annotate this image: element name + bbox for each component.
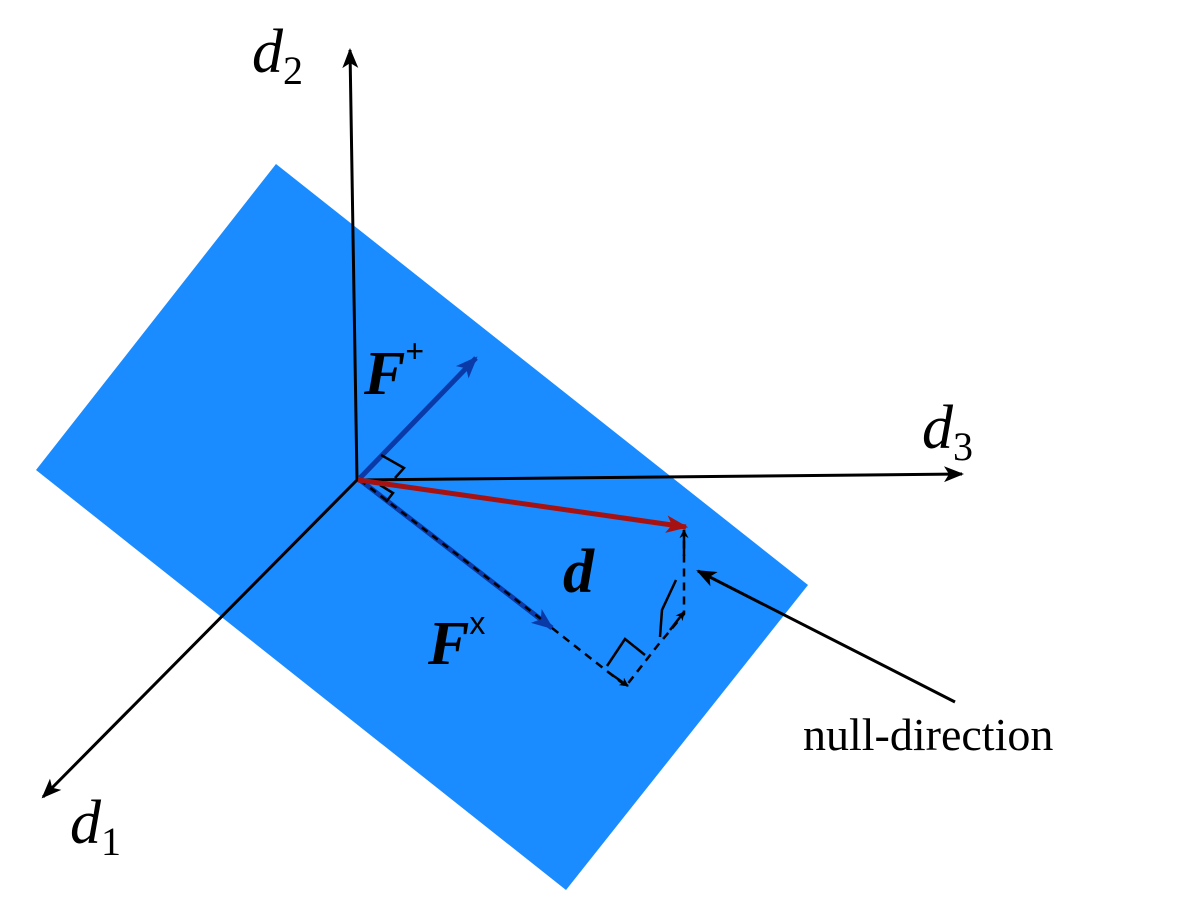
axis-d3 <box>356 466 964 483</box>
dashed-projection-path <box>551 530 686 688</box>
dashed-arrow-tip-1 <box>607 670 629 688</box>
vector-f-plus <box>358 356 478 480</box>
label-null-direction: null-direction <box>803 709 1053 760</box>
label-f-cross: Fx <box>427 605 485 678</box>
right-angle-mark-origin-lower <box>379 483 395 503</box>
null-direction-pointer <box>696 569 956 704</box>
label-d1: d1 <box>70 789 121 864</box>
label-d2: d2 <box>252 18 303 93</box>
dashed-arrow-tip-2 <box>669 611 685 631</box>
label-d3: d3 <box>922 394 973 469</box>
axis-d2 <box>342 48 359 481</box>
axis-d1 <box>41 478 359 799</box>
right-angle-mark-origin-upper <box>380 453 406 479</box>
right-angle-mark-path-2 <box>658 579 678 638</box>
label-d-vector: d <box>563 538 595 606</box>
label-f-plus: F+ <box>363 333 424 408</box>
right-angle-mark-path-1 <box>605 637 646 667</box>
vector-d <box>357 477 689 533</box>
